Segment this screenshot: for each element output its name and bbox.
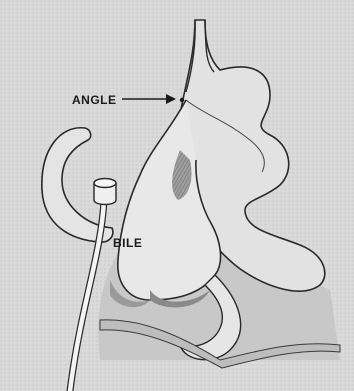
tube-cap-top: [94, 179, 116, 188]
angle-point: [180, 98, 184, 102]
angle-label: ANGLE: [72, 93, 117, 107]
bile-label: BILE: [113, 236, 142, 250]
